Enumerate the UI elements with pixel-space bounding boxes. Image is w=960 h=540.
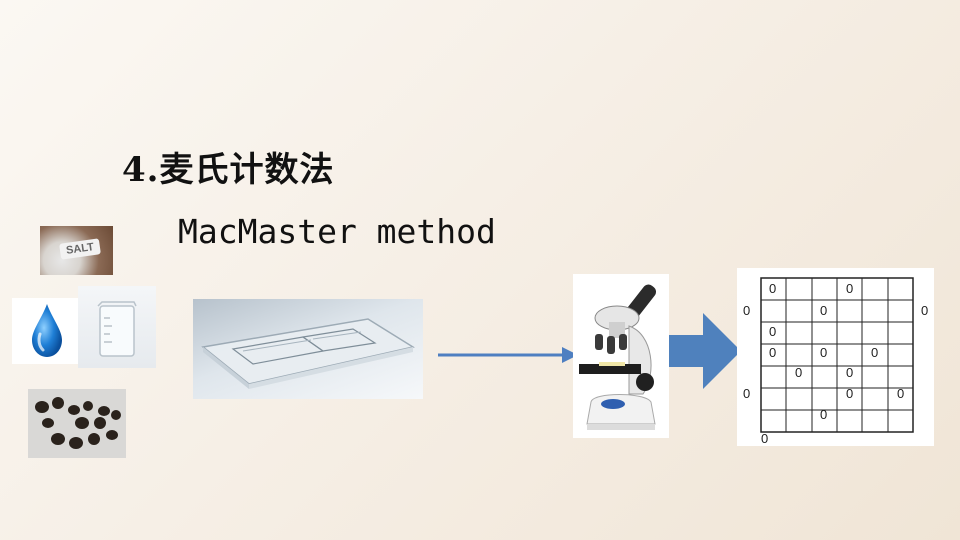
svg-text:0: 0 bbox=[769, 324, 776, 339]
svg-text:0: 0 bbox=[743, 303, 750, 318]
svg-text:0: 0 bbox=[846, 281, 853, 296]
svg-text:0: 0 bbox=[921, 303, 928, 318]
mcmaster-slide-icon bbox=[193, 299, 423, 399]
salt-pile-icon: SALT bbox=[40, 226, 113, 275]
svg-text:0: 0 bbox=[820, 345, 827, 360]
counting-grid-icon: 0 0 0 0 0 0 0 0 0 0 0 0 0 0 0 0 bbox=[737, 268, 934, 446]
slide-subtitle: MacMaster method bbox=[178, 212, 496, 251]
svg-text:0: 0 bbox=[897, 386, 904, 401]
svg-text:0: 0 bbox=[769, 345, 776, 360]
water-drop-icon bbox=[12, 298, 81, 364]
svg-text:0: 0 bbox=[820, 303, 827, 318]
svg-text:0: 0 bbox=[820, 407, 827, 422]
slide-title: 4.麦氏计数法 bbox=[122, 150, 335, 190]
svg-text:0: 0 bbox=[795, 365, 802, 380]
svg-text:0: 0 bbox=[871, 345, 878, 360]
beaker-icon bbox=[78, 286, 156, 368]
svg-text:0: 0 bbox=[846, 365, 853, 380]
svg-text:0: 0 bbox=[846, 386, 853, 401]
svg-text:0: 0 bbox=[769, 281, 776, 296]
svg-text:0: 0 bbox=[761, 431, 768, 446]
fecal-pellets-icon bbox=[28, 389, 126, 458]
microscope-icon bbox=[573, 274, 669, 438]
svg-text:0: 0 bbox=[743, 386, 750, 401]
block-arrow-icon bbox=[669, 313, 741, 389]
right-arrow-icon bbox=[438, 347, 578, 363]
salt-label: SALT bbox=[59, 238, 101, 260]
